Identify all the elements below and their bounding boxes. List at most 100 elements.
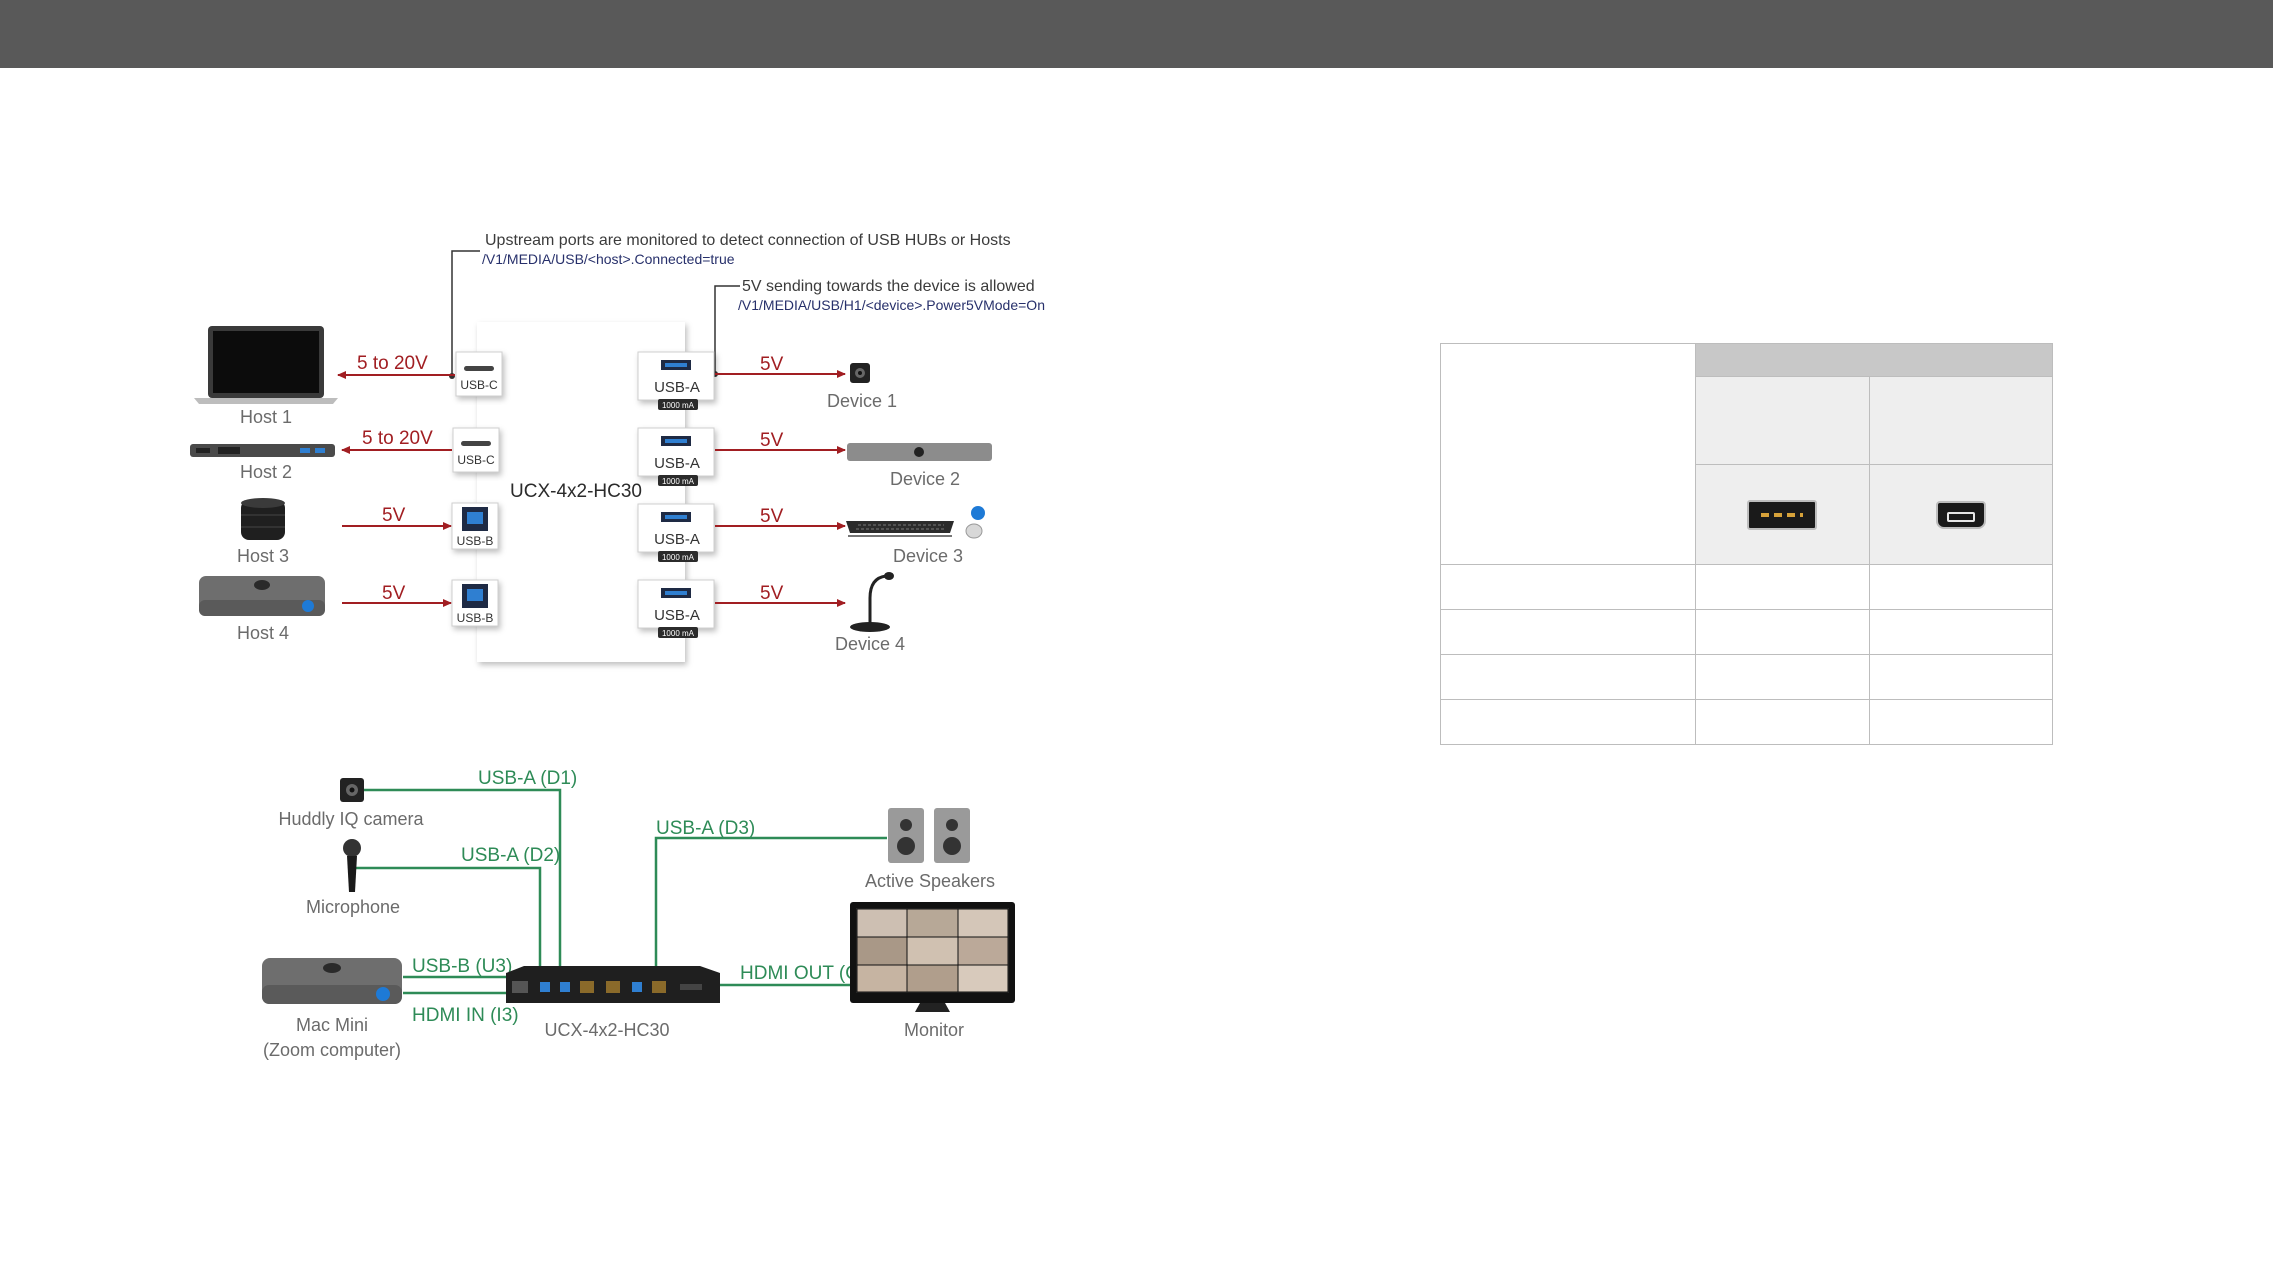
label-u3: USB-B (U3) <box>412 956 512 977</box>
port-label-device1: USB-A <box>654 379 700 396</box>
table-cell <box>1440 609 1696 655</box>
upstream-port-3: USB-B <box>451 502 499 550</box>
voltage-device4: 5V <box>760 583 784 604</box>
host4-label: Host 4 <box>237 623 289 643</box>
downstream-port-4: USB-A 1000 mA <box>637 579 715 638</box>
table-connector-cell <box>1695 464 1870 565</box>
camera-label: Huddly IQ camera <box>278 809 424 829</box>
downstream-port-1: USB-A 1000 mA <box>637 351 715 410</box>
table-cell <box>1695 564 1870 610</box>
device2-label: Device 2 <box>890 469 960 489</box>
table-corner-cell <box>1440 343 1696 565</box>
soundbar-icon <box>847 443 992 461</box>
voltage-device2: 5V <box>760 430 784 451</box>
table-connector-cell <box>1868 464 2054 565</box>
computer-label-2: (Zoom computer) <box>263 1040 401 1060</box>
voltage-device3: 5V <box>760 506 784 527</box>
label-d3: USB-A (D3) <box>656 818 755 839</box>
table-cell <box>1868 564 2054 610</box>
current-label-device2: 1000 mA <box>662 477 695 486</box>
link-d2 <box>354 866 542 975</box>
port-label-host3: USB-B <box>457 534 494 548</box>
computer-label-1: Mac Mini <box>296 1015 368 1035</box>
table-cell <box>1868 699 2054 745</box>
speaker-puck-icon <box>241 498 285 540</box>
table-cell <box>1440 564 1696 610</box>
label-i3: HDMI IN (I3) <box>412 1005 519 1026</box>
port-label-host2: USB-C <box>457 453 495 467</box>
mini-usb-connector-icon <box>1935 500 1986 529</box>
handheld-mic-icon <box>343 839 361 892</box>
top-bar <box>0 0 2273 68</box>
table-cell <box>1440 699 1696 745</box>
port-label-host1: USB-C <box>460 378 498 392</box>
link-d1 <box>362 788 562 975</box>
link-d3 <box>654 836 887 970</box>
voltage-device1: 5V <box>760 354 784 375</box>
monitor-label: Monitor <box>904 1020 964 1040</box>
usb-a-connector-icon <box>1747 499 1818 530</box>
microphone-label: Microphone <box>306 897 400 917</box>
bluetooth-icon <box>376 987 390 1001</box>
speakers-icon <box>888 808 970 863</box>
table-cell <box>1695 609 1870 655</box>
upstream-leader-line <box>451 250 480 378</box>
power5v-leader-line <box>714 285 740 374</box>
current-label-device3: 1000 mA <box>662 553 695 562</box>
device3-label: Device 3 <box>893 546 963 566</box>
speakers-label: Active Speakers <box>865 871 995 891</box>
usb-power-diagram: Upstream ports are monitored to detect c… <box>190 232 1045 662</box>
camera-icon <box>850 363 870 383</box>
device4-label: Device 4 <box>835 634 905 654</box>
label-d2: USB-A (D2) <box>461 845 560 866</box>
dock-icon <box>190 444 335 457</box>
power5v-path: /V1/MEDIA/USB/H1/<device>.Power5VMode=On <box>738 297 1045 313</box>
table-cell <box>1695 654 1870 700</box>
gooseneck-mic-icon <box>850 572 894 632</box>
mac-mini-icon <box>199 576 325 616</box>
power5v-note: 5V sending towards the device is allowed <box>742 278 1035 295</box>
voltage-host1: 5 to 20V <box>357 353 428 374</box>
voltage-host4: 5V <box>382 583 406 604</box>
switcher-device <box>506 966 720 1003</box>
monitor-icon <box>850 902 1015 1012</box>
current-label-device1: 1000 mA <box>662 401 695 410</box>
port-comparison-table <box>1440 342 2054 745</box>
table-cell <box>1695 699 1870 745</box>
conference-room-diagram: USB-A (D1) USB-A (D2) USB-B (U3) HDMI IN… <box>262 768 1015 1060</box>
current-label-device4: 1000 mA <box>662 629 695 638</box>
table-cell <box>1868 609 2054 655</box>
label-o1: HDMI OUT (O1) <box>740 963 877 984</box>
upstream-port-4: USB-B <box>451 579 499 627</box>
table-subheader-cell <box>1868 376 2054 466</box>
keyboard-icon <box>846 506 985 539</box>
upstream-port-2: USB-C <box>452 427 500 473</box>
camera-icon <box>340 778 364 802</box>
table-cell <box>1868 654 2054 700</box>
bluetooth-icon <box>971 506 985 520</box>
upstream-port-1: USB-C <box>455 351 503 397</box>
port-label-device4: USB-A <box>654 607 700 624</box>
table-cell <box>1440 654 1696 700</box>
port-label-device3: USB-A <box>654 531 700 548</box>
upstream-path: /V1/MEDIA/USB/<host>.Connected=true <box>482 251 735 267</box>
upstream-note: Upstream ports are monitored to detect c… <box>485 232 1011 249</box>
laptop-icon <box>194 326 338 404</box>
voltage-host3: 5V <box>382 505 406 526</box>
voltage-host2: 5 to 20V <box>362 428 433 449</box>
port-label-device2: USB-A <box>654 455 700 472</box>
downstream-port-3: USB-A 1000 mA <box>637 503 715 562</box>
device1-label: Device 1 <box>827 391 897 411</box>
bluetooth-icon <box>302 600 314 612</box>
host1-label: Host 1 <box>240 407 292 427</box>
host2-label: Host 2 <box>240 462 292 482</box>
host3-label: Host 3 <box>237 546 289 566</box>
downstream-port-2: USB-A 1000 mA <box>637 427 715 486</box>
table-header-cell <box>1695 342 2053 378</box>
switcher-label: UCX-4x2-HC30 <box>544 1020 669 1040</box>
label-d1: USB-A (D1) <box>478 768 577 789</box>
table-subheader-cell <box>1695 376 1870 466</box>
hub-label: UCX-4x2-HC30 <box>510 481 642 502</box>
mac-mini-icon <box>262 958 402 1004</box>
